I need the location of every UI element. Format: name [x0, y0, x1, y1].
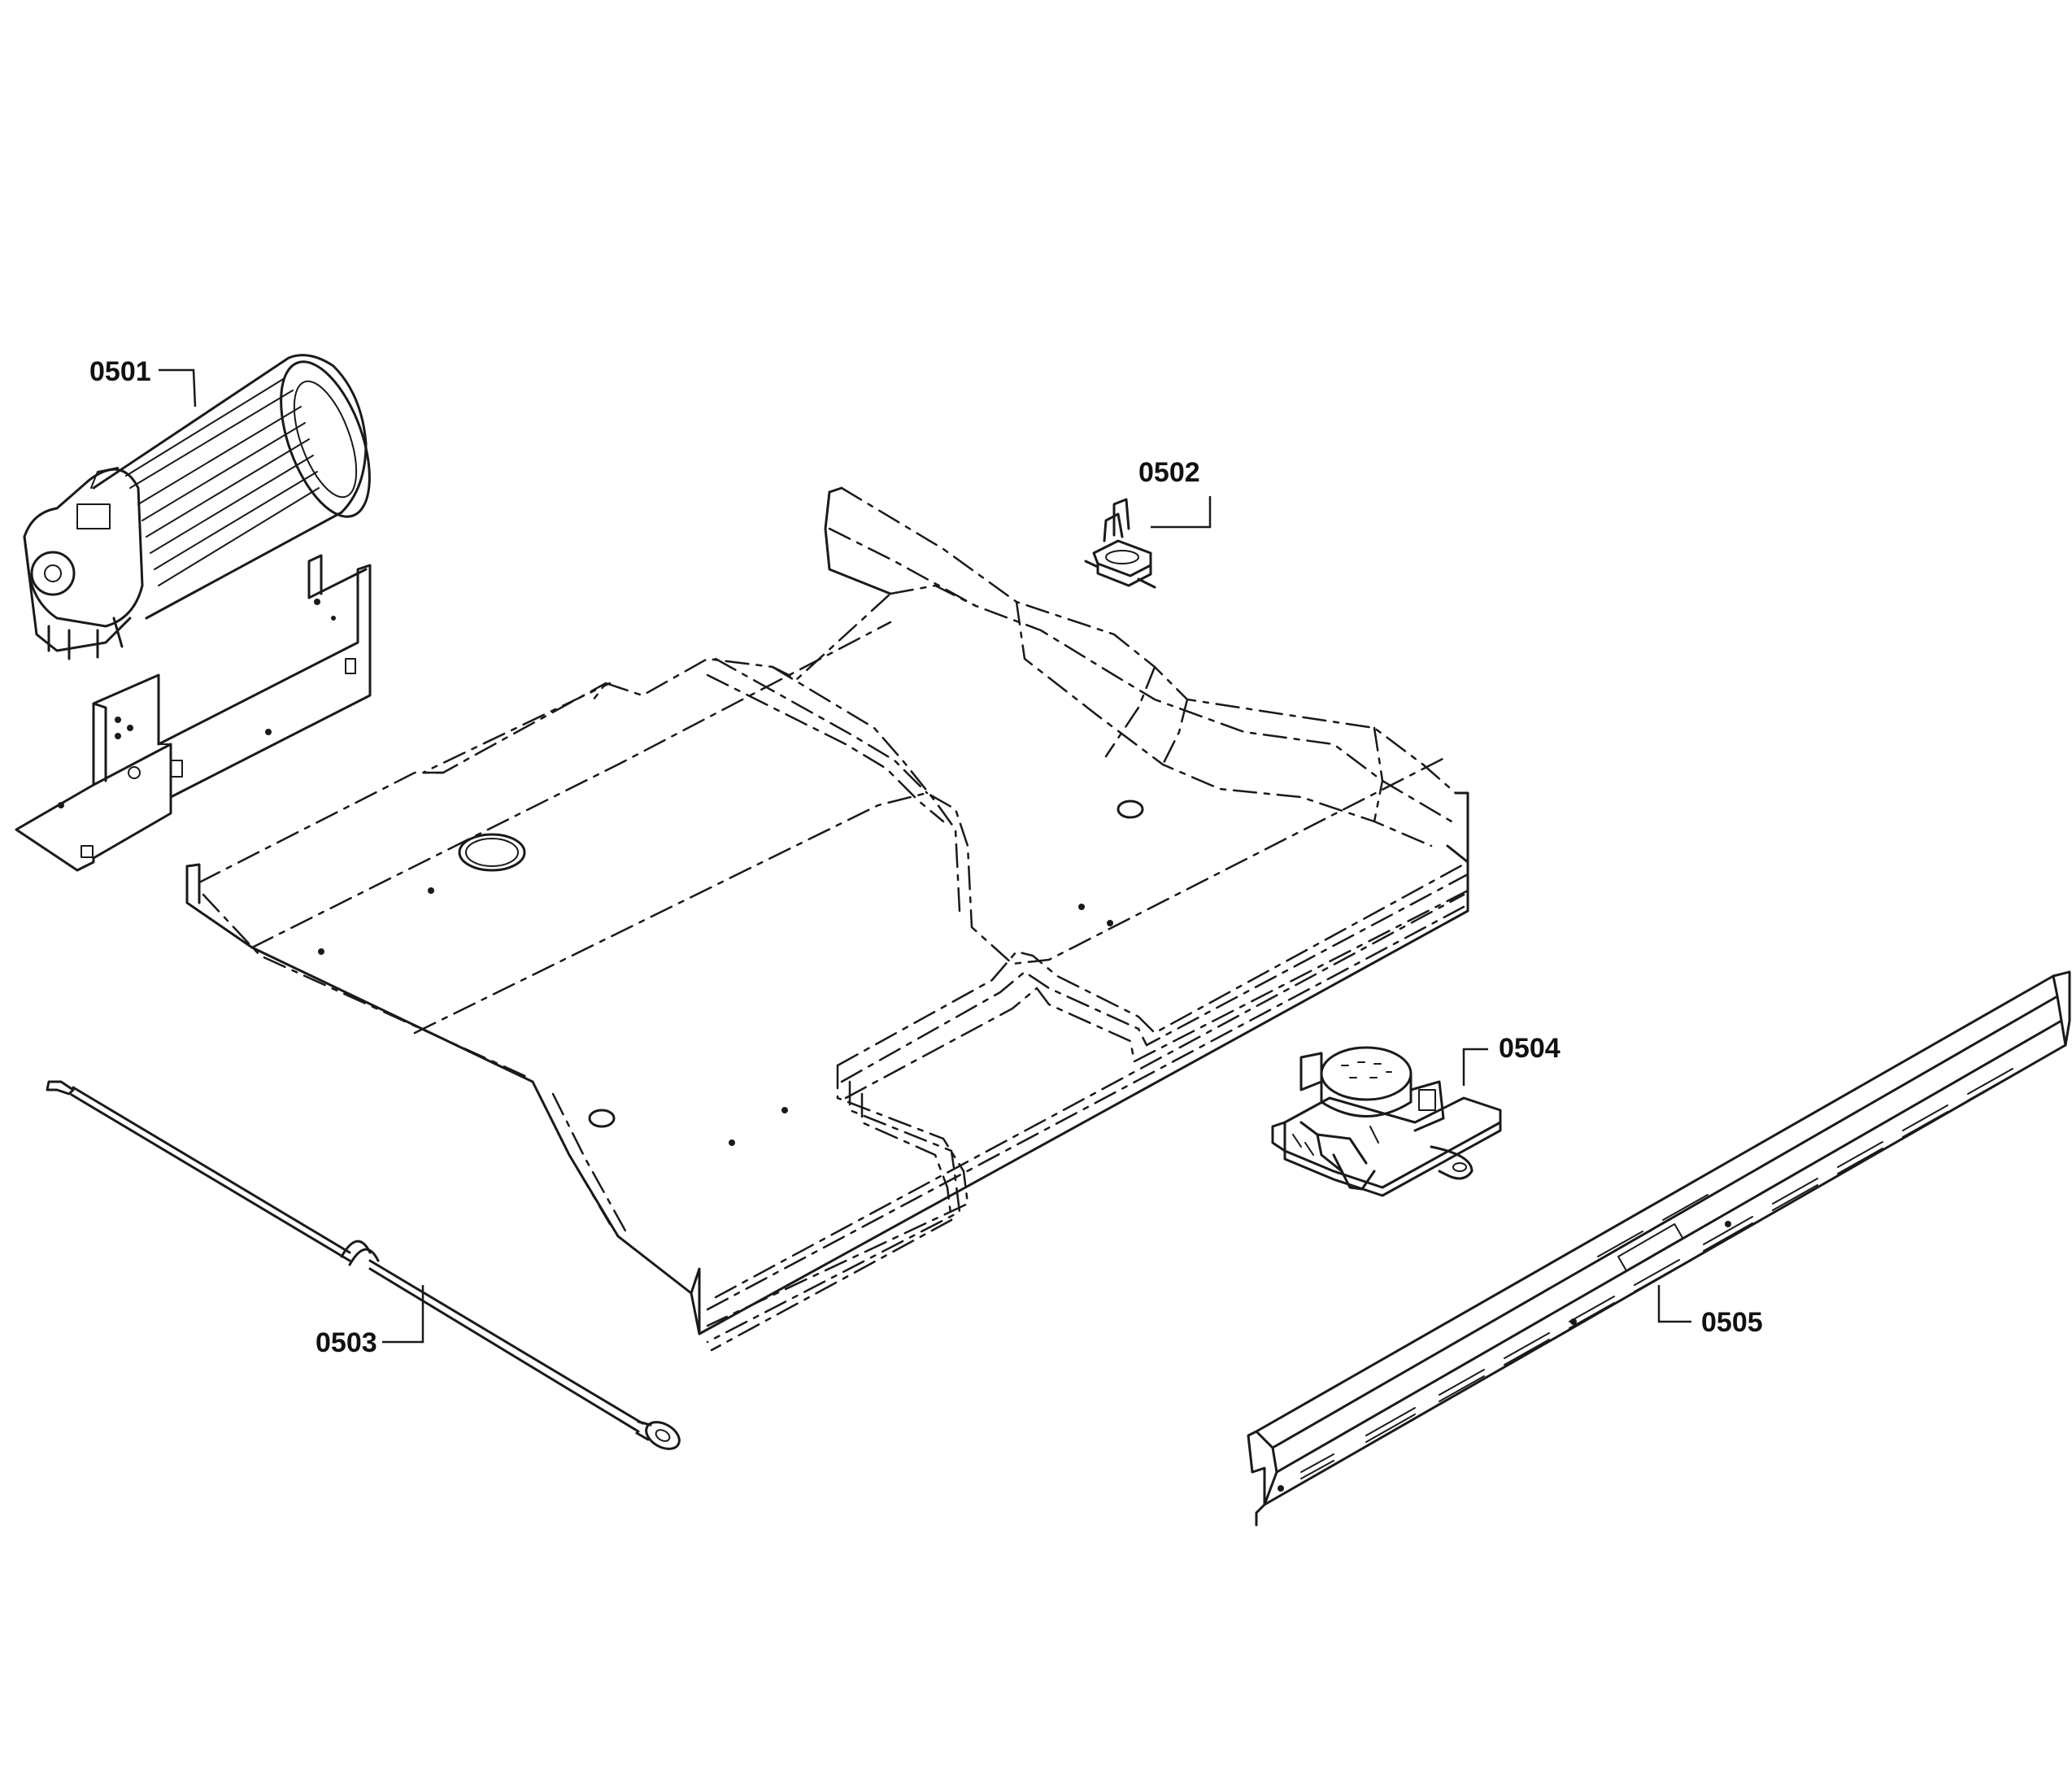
callout-0503: 0503 — [316, 1327, 377, 1358]
oven-base-panel — [185, 486, 1469, 1352]
callout-0504: 0504 — [1499, 1033, 1561, 1064]
callout-labels: 0501 0502 0503 0504 0505 — [89, 356, 1763, 1358]
part-0503-ground-wire[interactable] — [46, 1080, 684, 1454]
part-0502-thermostat[interactable] — [1084, 498, 1156, 589]
part-0505-rail[interactable] — [1247, 970, 2071, 1527]
callout-0501: 0501 — [89, 356, 151, 387]
fan-mounting-bracket — [15, 554, 372, 872]
leader-lines — [159, 368, 1691, 1344]
callout-0505: 0505 — [1701, 1307, 1763, 1338]
part-0504-door-lock[interactable] — [1271, 1046, 1502, 1197]
callout-0502: 0502 — [1138, 457, 1200, 488]
part-0501-tangential-fan[interactable] — [23, 351, 387, 660]
